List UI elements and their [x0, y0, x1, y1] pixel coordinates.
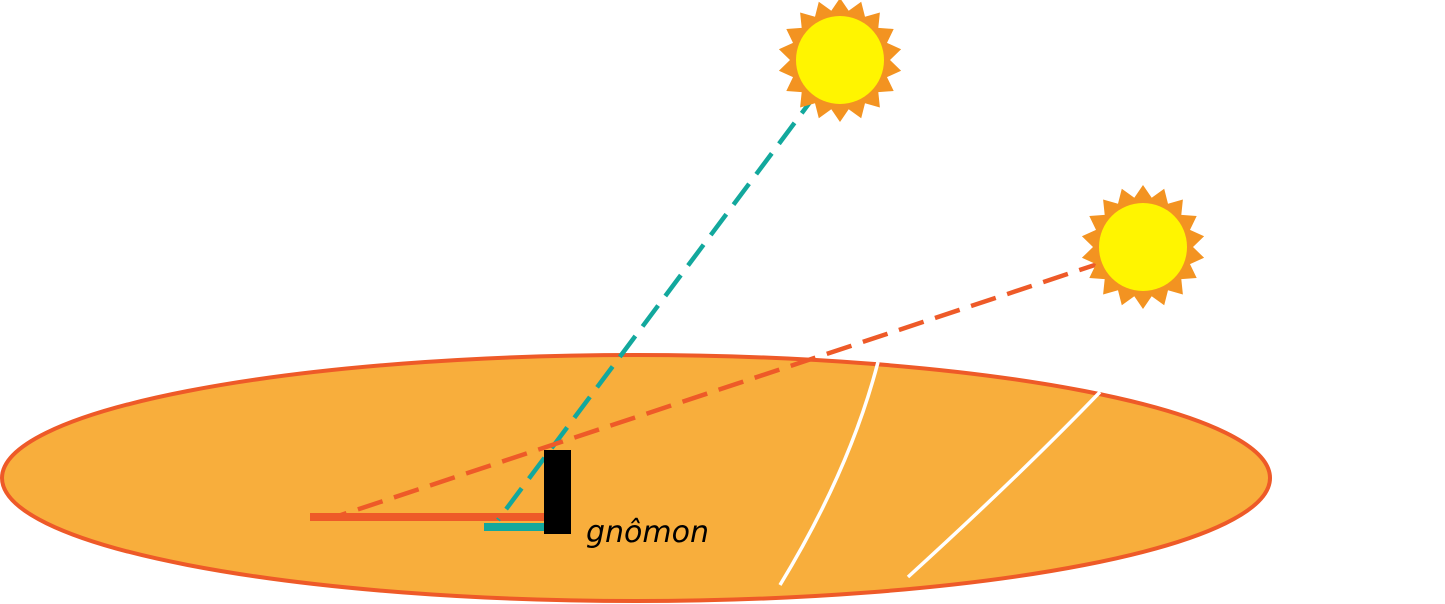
sun-low-icon: [1081, 185, 1205, 309]
low-sun-ray: [334, 247, 1141, 520]
gnomon-label: gnômon: [586, 515, 709, 550]
sun-core-icon: [796, 16, 884, 104]
sun-high-icon: [778, 0, 902, 122]
dial-plate: [0, 353, 1272, 603]
hour-line-2: [906, 390, 1102, 579]
gnomon: [544, 450, 571, 534]
sun-core-icon: [1099, 203, 1187, 291]
hour-lines: [778, 361, 1102, 586]
hour-line-1: [778, 361, 880, 586]
